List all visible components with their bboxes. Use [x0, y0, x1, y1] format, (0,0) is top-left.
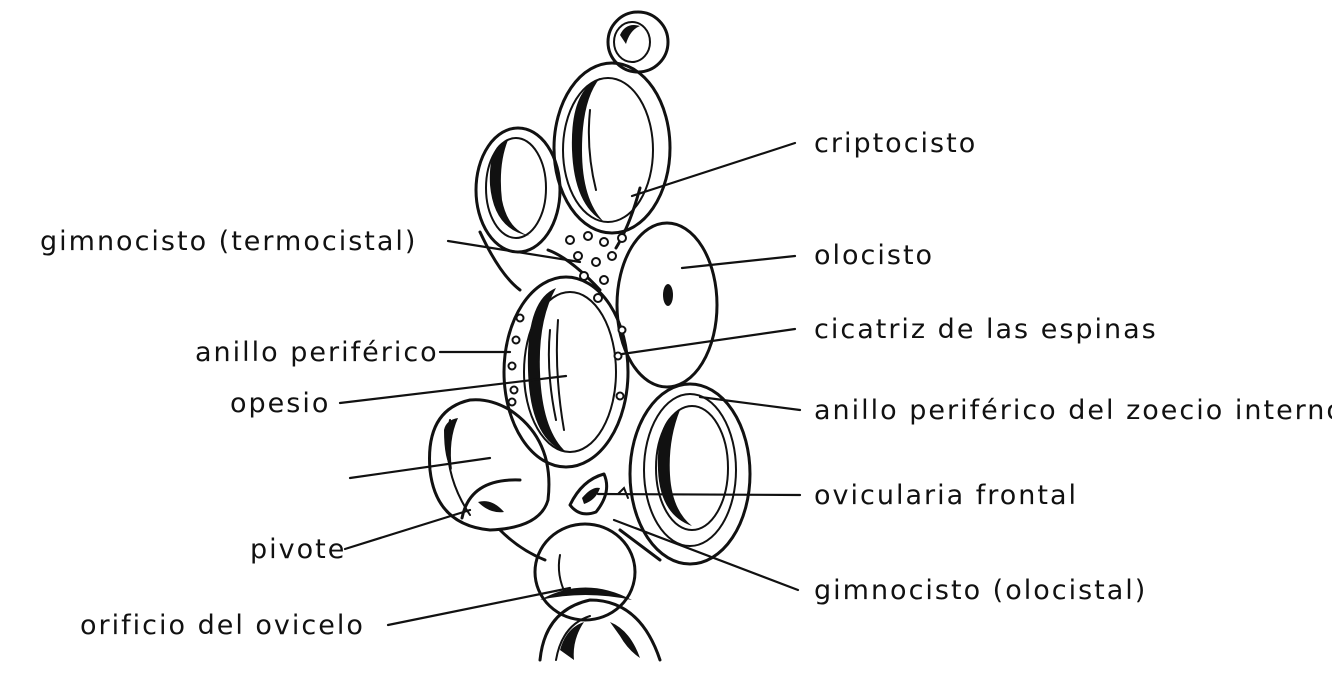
- central-zooid: [504, 277, 628, 467]
- label-olocisto: olocisto: [814, 242, 934, 269]
- label-pivote: pivote: [250, 536, 346, 563]
- leader-gimnocisto-olocistal: [614, 520, 798, 590]
- label-orificio-ovicelo: orificio del ovicelo: [80, 612, 365, 639]
- upper-large-zooid: [554, 63, 670, 233]
- label-gimnocisto-olocistal: gimnocisto (olocistal): [814, 577, 1147, 604]
- leader-olocisto: [682, 256, 795, 268]
- label-criptocisto: criptocisto: [814, 130, 977, 157]
- label-anillo-periferico: anillo periférico: [195, 339, 439, 366]
- leader-anillo-zoecio-interno: [700, 397, 800, 410]
- label-gimnocisto-termocistal: gimnocisto (termocistal): [40, 228, 417, 255]
- right-zooid: [630, 384, 750, 564]
- label-anillo-zoecio-interno: anillo periférico del zoecio interno: [814, 397, 1332, 424]
- label-cicatriz-espinas: cicatriz de las espinas: [814, 316, 1158, 343]
- leader-lines: [340, 143, 800, 625]
- leader-criptocisto: [632, 143, 795, 196]
- olocisto-zooid: [617, 223, 717, 387]
- label-ovicularia-frontal: ovicularia frontal: [814, 482, 1078, 509]
- leader-gimnocisto-termocistal: [448, 241, 580, 262]
- label-opesio: opesio: [230, 390, 330, 417]
- leader-ovicularia-frontal: [598, 494, 800, 495]
- leader-orificio-ovicelo: [388, 588, 570, 625]
- leader-ovicularia-interzoecial: [350, 458, 490, 478]
- upper-left-zooid: [476, 128, 560, 252]
- leader-pivote: [345, 510, 470, 549]
